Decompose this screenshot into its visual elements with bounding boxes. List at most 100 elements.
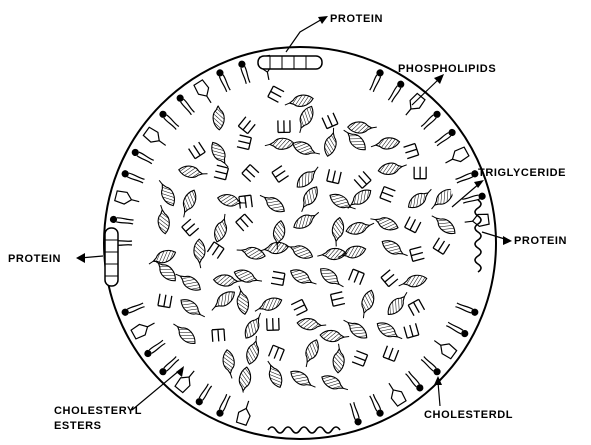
cholesterol-molecule (401, 93, 426, 119)
cholesteryl-ester-molecule (296, 184, 321, 214)
triglyceride-molecule (410, 247, 425, 262)
cholesterol-molecule (236, 399, 255, 426)
cholesteryl-ester-molecule (236, 244, 267, 262)
cholesteryl-ester-molecule (397, 273, 428, 290)
arrow-protein-right (503, 236, 512, 245)
phospholipid-molecule (215, 68, 232, 92)
label-cholesterol: CHOLESTERDL (424, 409, 513, 421)
cholesterol-molecule (143, 126, 169, 150)
phospholipid-molecule (121, 169, 146, 184)
cholesteryl-ester-molecule (384, 289, 412, 318)
cholesteryl-ester-molecule (322, 127, 340, 158)
phospholipid-molecule (368, 393, 385, 417)
triglyceride-molecule (278, 120, 290, 132)
cholesteryl-ester-molecule (317, 248, 347, 261)
triglyceride-molecule (212, 329, 225, 342)
phospholipid-molecule (434, 127, 457, 147)
triglyceride-molecule (182, 219, 199, 236)
cholesteryl-ester-molecule (405, 186, 435, 212)
cholesteryl-ester-molecule (379, 237, 410, 261)
triglyceride-molecule (271, 271, 285, 285)
label-protein-right: PROTEIN (514, 235, 567, 247)
phospholipid-molecule (121, 301, 146, 316)
label-triglyceride: TRIGLYCERIDE (478, 167, 566, 179)
triglyceride-molecule (405, 217, 421, 233)
triglyceride-molecule (404, 323, 419, 338)
phospholipid-molecule (215, 393, 232, 417)
phospholipid-molecule (368, 68, 385, 92)
label-cholesteryl-line2: ESTERS (54, 420, 102, 432)
core-layer (147, 86, 459, 397)
cholesteryl-ester-molecule (264, 359, 286, 390)
cholesteryl-ester-molecule (244, 335, 263, 366)
cholesteryl-ester-molecule (237, 366, 252, 396)
triglyceride-molecule (433, 238, 450, 255)
cholesteryl-ester-molecule (427, 185, 456, 212)
triglyceride-molecule (207, 242, 224, 259)
cholesteryl-ester-molecule (294, 163, 323, 191)
label-phospholipids: PHOSPHOLIPIDS (398, 63, 496, 75)
triglyceride-molecule (236, 214, 253, 231)
protein-right (475, 200, 481, 272)
cholesteryl-ester-molecule (370, 136, 400, 151)
cholesteryl-ester-molecule (348, 122, 377, 134)
label-protein-left: PROTEIN (8, 253, 61, 265)
cholesteryl-ester-molecule (222, 349, 237, 379)
triglyceride-molecule (349, 269, 365, 285)
cholesterol-molecule (431, 336, 457, 360)
cholesteryl-ester-molecule (345, 219, 376, 237)
cholesteryl-ester-molecule (253, 295, 284, 316)
label-cholesteryl-line1: CHOLESTERYL (54, 405, 142, 417)
arrow-cholesteryl (176, 366, 184, 377)
cholesteryl-ester-molecule (178, 188, 200, 219)
triglyceride-molecule (352, 351, 368, 367)
cholesterol-molecule (193, 79, 216, 106)
triglyceride-molecule (404, 144, 419, 159)
phospholipid-molecule (387, 79, 406, 103)
cholesteryl-ester-molecule (170, 319, 199, 347)
phospholipid-molecule (420, 109, 442, 130)
cholesteryl-ester-molecule (257, 190, 287, 216)
cholesteryl-ester-molecule (156, 204, 171, 234)
phospholipid-molecule (237, 60, 251, 85)
cholesterol-molecule (131, 318, 158, 340)
cholesteryl-ester-molecule (178, 164, 208, 180)
protein-top (258, 56, 322, 69)
cholesteryl-ester-molecule (155, 177, 178, 208)
cholesteryl-ester-molecule (369, 213, 400, 233)
triglyceride-molecule (237, 135, 251, 149)
cholesteryl-ester-molecule (212, 213, 231, 244)
cholesteryl-ester-molecule (284, 240, 315, 262)
triglyceride-molecule (327, 169, 341, 183)
phospholipid-molecule (404, 370, 425, 393)
cholesterol-leader (438, 382, 440, 406)
arrow-protein-left (76, 253, 85, 263)
triglyceride-molecule (414, 167, 426, 179)
cholesteryl-ester-molecule (374, 319, 404, 344)
triglyceride-molecule (189, 142, 206, 159)
triglyceride-molecule (354, 171, 371, 188)
phospholipid-molecule (420, 355, 442, 376)
triglyceride-molecule (269, 345, 285, 361)
triglyceride-molecule (408, 299, 424, 315)
cholesteryl-ester-molecule (377, 160, 407, 176)
cholesteryl-ester-molecule (291, 138, 322, 160)
cholesteryl-ester-molecule (297, 317, 327, 331)
cholesteryl-ester-molecule (288, 367, 318, 392)
cholesteryl-ester-molecule (212, 101, 225, 131)
cholesteryl-ester-molecule (319, 372, 350, 395)
phospholipid-molecule (348, 402, 362, 427)
phospholipid-molecule (194, 383, 213, 407)
cholesteryl-ester-molecule (320, 330, 350, 344)
phospholipid-molecule (462, 192, 487, 205)
triglyceride-molecule (268, 86, 284, 102)
cholesteryl-ester-molecule (317, 265, 346, 292)
phospholipid-molecule (109, 215, 133, 225)
cholesteryl-ester-molecule (429, 211, 458, 238)
triglyceride-molecule (272, 166, 289, 183)
cholesteryl-ester-molecule (208, 288, 238, 314)
protein-left (105, 228, 118, 286)
phospholipid-molecule (130, 148, 154, 166)
triglyceride-molecule (381, 270, 398, 287)
